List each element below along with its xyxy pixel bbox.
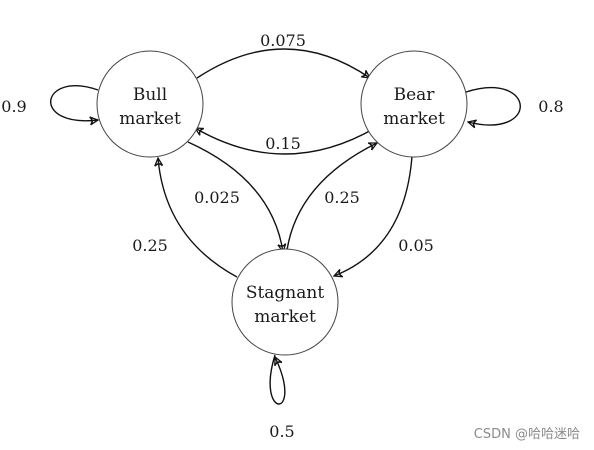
node-stagnant-label-line1: Stagnant xyxy=(246,283,325,303)
edge-bull-to-bear xyxy=(196,48,370,78)
node-bull-label-line1: Bull xyxy=(133,85,167,105)
edge-bull-to-stagnant xyxy=(187,141,283,252)
edge-bear-to-bull xyxy=(195,128,376,155)
label-stagnant-to-bull: 0.25 xyxy=(132,236,168,255)
node-bear-label-line1: Bear xyxy=(394,85,436,105)
label-stagnant-to-bear: 0.25 xyxy=(324,188,360,207)
watermark-text: CSDN @哈哈迷哈 xyxy=(473,427,580,442)
edge-stagnant-to-bull xyxy=(158,158,238,278)
label-bear-self-loop: 0.8 xyxy=(538,97,563,116)
edge-bull-self-loop xyxy=(50,85,98,121)
node-bull-label-line2: market xyxy=(119,109,181,129)
node-bear-label-line2: market xyxy=(383,109,445,129)
node-bear-market: Bear market xyxy=(360,50,468,158)
label-bull-to-bear: 0.075 xyxy=(260,31,306,50)
edge-stagnant-to-bear xyxy=(286,143,377,251)
node-bull-market: Bull market xyxy=(96,50,204,158)
label-stagnant-self-loop: 0.5 xyxy=(269,422,294,441)
node-stagnant-market: Stagnant market xyxy=(231,248,339,356)
label-bull-to-stagnant: 0.025 xyxy=(194,188,240,207)
edge-bear-to-stagnant xyxy=(334,155,413,276)
label-bear-to-stagnant: 0.05 xyxy=(398,236,434,255)
edge-bear-self-loop xyxy=(465,86,521,125)
label-bear-to-bull: 0.15 xyxy=(265,134,301,153)
node-stagnant-label-line2: market xyxy=(254,307,316,327)
label-bull-self-loop: 0.9 xyxy=(1,97,26,116)
edge-stagnant-self-loop xyxy=(269,354,286,405)
